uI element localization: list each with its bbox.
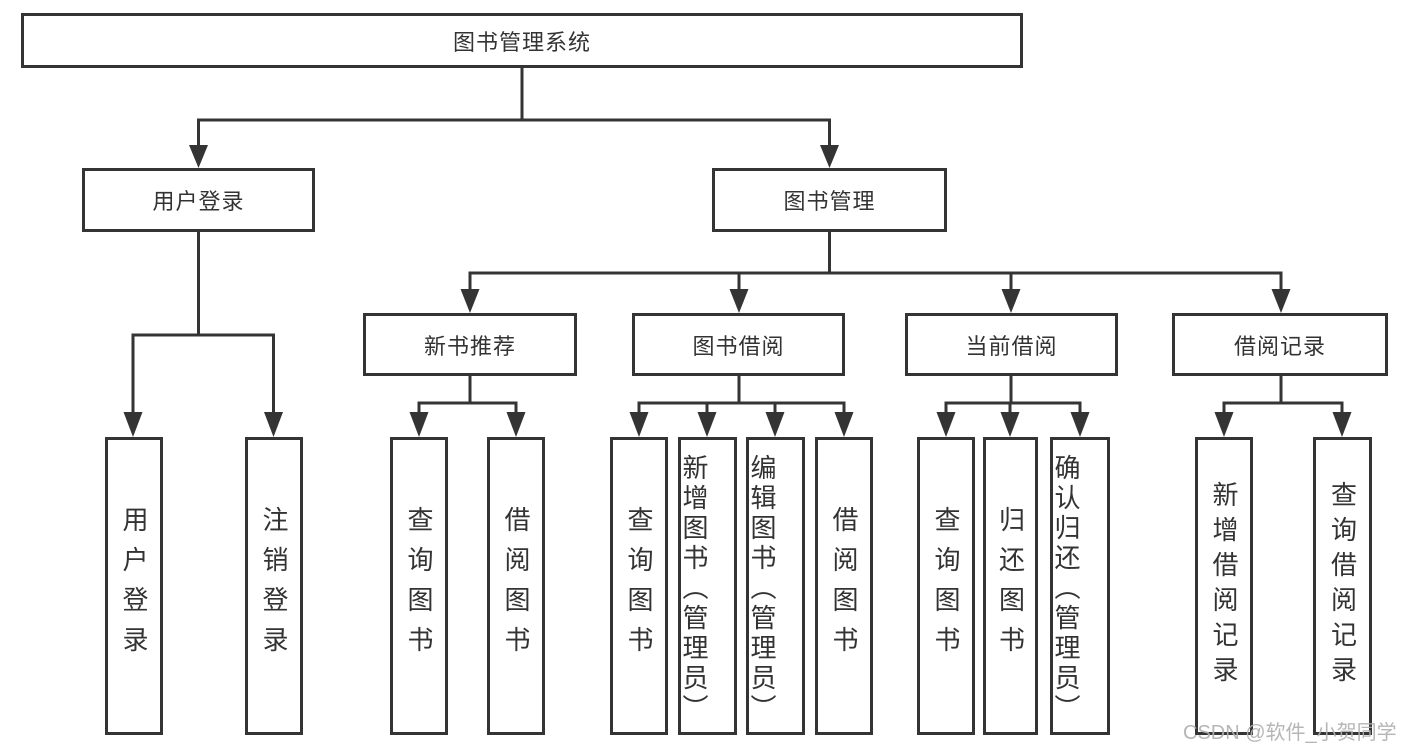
leaf-add-books-admin-label: 新增图书（管理员） [679,453,709,724]
leaf-add-borrow-record-label: 新增借阅记录 [1209,481,1239,691]
leaf-logout: 注销登录 [245,437,303,735]
leaf-query-borrow-record: 查询借阅记录 [1313,437,1372,735]
leaf-return-books-label: 归还图书 [995,506,1026,666]
leaf-add-books-admin: 新增图书（管理员） [678,437,737,735]
leaf-edit-books-admin: 编辑图书（管理员） [746,437,805,735]
leaf-query-books-1: 查询图书 [390,437,448,735]
leaf-return-books: 归还图书 [983,437,1038,735]
node-current-borrow: 当前借阅 [905,313,1118,376]
leaf-add-borrow-record: 新增借阅记录 [1195,437,1253,735]
leaf-edit-books-admin-label: 编辑图书（管理员） [747,453,777,724]
leaf-query-books-2-label: 查询图书 [624,506,654,666]
leaf-user-login: 用户登录 [105,437,163,735]
leaf-confirm-return-admin: 确认归还（管理员） [1050,437,1110,735]
leaf-user-login-label: 用户登录 [119,506,149,666]
node-new-book-recommend: 新书推荐 [363,313,577,376]
leaf-borrow-books-1: 借阅图书 [487,437,545,735]
leaf-borrow-books-2-label: 借阅图书 [829,506,859,666]
leaf-borrow-books-1-label: 借阅图书 [501,506,531,666]
leaf-query-books-3: 查询图书 [917,437,975,735]
csdn-watermark: CSDN @软件_小贺同学 [1183,722,1397,744]
node-root: 图书管理系统 [21,13,1023,68]
leaf-query-books-2: 查询图书 [610,437,668,735]
node-book-management: 图书管理 [712,168,947,232]
node-user-login: 用户登录 [82,168,315,232]
node-borrow-records: 借阅记录 [1172,313,1388,376]
leaf-logout-label: 注销登录 [259,506,289,666]
leaf-query-books-1-label: 查询图书 [404,506,434,666]
leaf-query-books-3-label: 查询图书 [931,506,961,666]
leaf-confirm-return-admin-label: 确认归还（管理员） [1051,453,1081,724]
leaf-borrow-books-2: 借阅图书 [815,437,873,735]
leaf-query-borrow-record-label: 查询借阅记录 [1327,481,1358,691]
node-book-borrow: 图书借阅 [632,313,845,376]
